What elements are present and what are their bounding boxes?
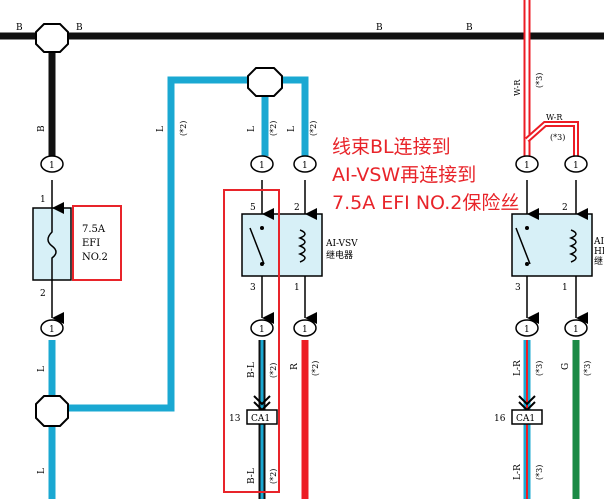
relay2-pin: 2 [562,203,568,213]
wire-label-l: L [37,366,47,372]
relay1-switch [249,227,265,265]
wire-note: (*3) [535,465,544,480]
wire-note: (*3) [550,133,565,142]
wr-branch-stripe [526,123,577,156]
svg-text:1: 1 [573,161,579,171]
top-bus-label: B [76,23,83,33]
wire-note: (*2) [269,121,278,136]
relay1-pin: 2 [294,203,300,213]
svg-text:1: 1 [524,161,530,171]
fuse-symbol [47,208,57,280]
svg-text:1: 1 [49,161,55,171]
fuse-pin-top: 1 [40,195,46,205]
ca1-label-left: CA1 [251,414,270,424]
wire-label-l: L [287,126,297,132]
fuse-highlight-box [72,205,122,281]
relay1-pin: 3 [250,283,256,293]
wire-note: (*2) [269,363,278,378]
annotation-line-2: AI-VSW再连接到 [332,164,477,186]
fuse-pin-bottom: 2 [40,289,46,299]
relay2-pin: 3 [515,283,521,293]
svg-text:1: 1 [524,325,530,335]
ca1-connector-right [511,409,543,425]
connector-tag: 1 [40,155,64,173]
connector-tag: 1 [40,319,64,337]
fuse-rating: 7.5A [82,224,106,235]
fuse-name: EFI [82,238,100,249]
top-bus-label: B [16,23,23,33]
relay1-pin: 5 [250,203,256,213]
splice-point [247,67,283,97]
ca1-connector-left [246,409,278,425]
wire-label-bl: B-L [247,362,257,378]
relay2-coil [568,229,577,263]
annotation-line-1: 线束BL连接到 [332,136,451,158]
relay2-switch [515,227,531,265]
wire-note: (*2) [269,469,278,484]
wire-label-b: B [37,125,47,132]
wire-note: (*2) [179,121,188,136]
relay1-contact [260,262,264,266]
relay1-pin: 1 [294,283,300,293]
relay1-coil [297,229,306,263]
connector-tag: 1 [564,155,588,173]
relay1-name-cn: 继电器 [326,249,353,261]
wire-label-lr: L-R [513,464,523,480]
wire-label-lr: L-R [513,360,523,376]
wire-label-l: L [247,126,257,132]
svg-text:1: 1 [302,161,308,171]
relay2-name: AI [593,237,604,247]
fuse-number: NO.2 [82,252,108,263]
ca1-pin-left: 13 [229,414,241,424]
connector-tag: 1 [250,155,274,173]
relay1-highlight-box [223,189,280,493]
relay2-contact [525,226,529,230]
connector-tag: 1 [293,155,317,173]
relay1-name: AI-VSV [325,239,358,249]
annotation-line-3: 7.5A EFI NO.2保险丝 [332,192,520,214]
top-bus-label: B [376,23,383,33]
relay1-contact [260,226,264,230]
svg-text:1: 1 [573,325,579,335]
wire-label-r: R [290,363,300,370]
connector-tag: 1 [250,319,274,337]
relay2-name: HI [594,247,604,257]
connector-tag: 1 [515,319,539,337]
wire-label-wr: W-R [546,113,563,122]
wire-label-wr: W-R [513,79,522,96]
splice-point [35,23,69,53]
connector-tag: 1 [564,319,588,337]
splice-point [35,395,69,427]
svg-text:1: 1 [259,325,265,335]
wire-note: (*3) [583,361,592,376]
wire-note: (*2) [309,121,318,136]
wire-note: (*3) [535,73,544,88]
wire-label-g: G [561,363,571,370]
connector-tag: 1 [293,319,317,337]
wire-label-l: L [37,468,47,474]
wire-note: (*3) [535,361,544,376]
relay2-name: 继 [594,255,603,267]
wire-label-bl: B-L [247,468,257,484]
svg-text:1: 1 [302,325,308,335]
relay2-pin: 1 [562,283,568,293]
svg-text:1: 1 [259,161,265,171]
relay2-contact [525,262,529,266]
relay1-body [241,213,323,277]
wire-label-l: L [156,126,166,132]
top-bus-label: B [466,23,473,33]
ca1-label-right: CA1 [516,414,535,424]
wire-note: (*2) [311,361,320,376]
relay2-body [511,213,593,277]
connector-tag: 1 [515,155,539,173]
ca1-pin-right: 16 [494,414,506,424]
svg-text:1: 1 [49,325,55,335]
blue-feed-wire [52,76,265,412]
